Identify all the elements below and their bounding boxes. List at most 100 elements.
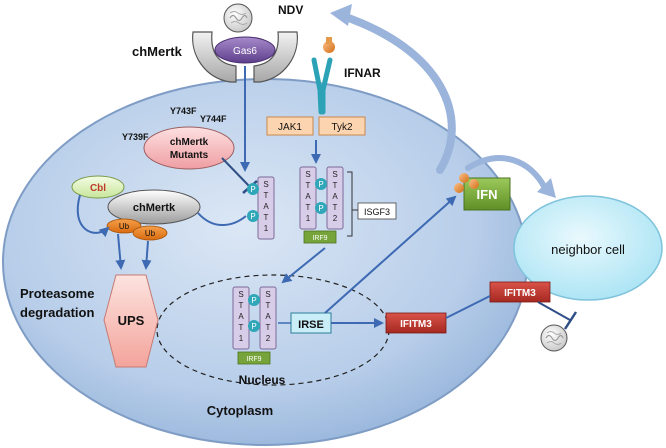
chmertk-receptor-label: chMertk xyxy=(132,44,183,59)
gas6-label: Gas6 xyxy=(233,46,257,57)
ifitm3-inner: IFITM3 xyxy=(385,312,447,334)
ub-tag-1: Ub xyxy=(106,218,142,234)
neighbor-cell xyxy=(513,195,663,301)
ifitm3-link xyxy=(445,295,491,319)
cbl-label: Cbl xyxy=(90,183,106,194)
phospho-3: P xyxy=(318,180,323,189)
nuclear-stat2-letter: T xyxy=(266,323,271,332)
isgf3-stat2-letter: T xyxy=(333,203,338,212)
stat1-single-letter: T xyxy=(264,213,269,222)
ifitm3-inner-label: IFITM3 xyxy=(400,319,432,330)
stat1-single-letter: 1 xyxy=(264,224,269,233)
ifnar-receptor xyxy=(311,37,335,115)
isgf3-label: ISGF3 xyxy=(364,207,390,217)
isgf3-stat2-letter: T xyxy=(333,181,338,190)
mutation-y744f: Y744F xyxy=(200,114,227,124)
mutation-y743f: Y743F xyxy=(170,106,197,116)
proteasome-label-1: Proteasome xyxy=(20,286,94,301)
phospho-6: P xyxy=(251,322,256,331)
ndv-virus-neighbor xyxy=(540,324,568,352)
isgf3-box xyxy=(357,202,397,220)
stat1-single-letter: A xyxy=(263,202,269,211)
ups-proteasome: UPS xyxy=(103,274,159,368)
nuclear-stat2-letter: 2 xyxy=(266,334,271,343)
ub-label-1: Ub xyxy=(119,222,130,231)
nuclear-stat2-letter: T xyxy=(266,301,271,310)
chmertk-to-stat1-curve xyxy=(197,212,247,226)
proteasome-label-2: degradation xyxy=(20,305,94,320)
isgf3-stat2-letter: S xyxy=(332,170,337,179)
chmertk-inner-label: chMertk xyxy=(133,202,176,214)
tyk2-box: Tyk2 xyxy=(318,116,366,136)
isgf3-to-nucleus-arrow xyxy=(281,247,326,284)
nuclear-stat1-letter: S xyxy=(238,290,243,299)
ifitm3-inhibit-line xyxy=(537,301,571,321)
virus-to-ifn-arrow xyxy=(336,11,456,174)
gas6-ligand: Gas6 xyxy=(214,36,276,64)
ifitm3-outer-label: IFITM3 xyxy=(504,288,536,299)
isgf3-stat2-letter: 2 xyxy=(333,214,338,223)
ub-label-2: Ub xyxy=(145,229,156,238)
cytoplasm-label: Cytoplasm xyxy=(207,403,273,418)
ndv-virus-top xyxy=(223,3,253,33)
ub-to-ups-arrow-1 xyxy=(115,233,126,270)
phospho-5: P xyxy=(251,296,256,305)
nucleus-label: Nucleus xyxy=(239,373,286,387)
nuclear-stat1-letter: A xyxy=(238,312,244,321)
stat1-single-letter: T xyxy=(264,191,269,200)
isgf3-bracket xyxy=(347,171,358,237)
ndv-label: NDV xyxy=(278,3,303,17)
isgf3-stat1-letter: A xyxy=(305,192,311,201)
isgf3-stat1-letter: T xyxy=(306,203,311,212)
ups-label: UPS xyxy=(118,313,145,328)
ifn-box: IFN xyxy=(463,177,511,211)
neighbor-cell-label: neighbor cell xyxy=(551,242,625,257)
chmertk-receptor xyxy=(192,31,298,83)
irse-label: IRSE xyxy=(298,319,324,331)
ifnar-label: IFNAR xyxy=(344,66,381,80)
ifn-to-neighbor-arrow xyxy=(465,155,548,191)
nuclear-stat1-letter: T xyxy=(239,301,244,310)
stat1-single: P P xyxy=(247,176,275,240)
isgf3-complex: P P IRF9 xyxy=(299,166,344,244)
nuclear-stat1-letter: T xyxy=(239,323,244,332)
ifn-ball-1 xyxy=(459,173,469,183)
isgf3-stat1-letter: 1 xyxy=(306,214,311,223)
chmertk-inner: chMertk xyxy=(107,189,201,225)
irse-to-ifn-arrow xyxy=(324,195,457,314)
nuclear-stat1-letter: 1 xyxy=(239,334,244,343)
cbl-to-ub-arrow xyxy=(76,194,110,238)
ifn-ball-3 xyxy=(454,183,464,193)
mutants-label-1: chMertk xyxy=(170,137,209,148)
ub-to-ups-arrow-2 xyxy=(141,240,152,270)
ub-tag-2: Ub xyxy=(132,225,168,241)
ifn-to-neighbor-arrow-head xyxy=(537,178,556,198)
isgf3-stat2-letter: A xyxy=(332,192,338,201)
irse-element: IRSE xyxy=(290,312,332,334)
phospho-4: P xyxy=(318,204,323,213)
virus-to-ifn-arrow-head xyxy=(330,4,352,26)
phospho-1: P xyxy=(250,185,255,194)
tyk2-label: Tyk2 xyxy=(331,122,353,133)
isgf3-stat1-letter: S xyxy=(305,170,310,179)
mutation-y739f: Y739F xyxy=(122,132,149,142)
ifn-label: IFN xyxy=(477,187,498,202)
ifn-ball-2 xyxy=(469,179,479,189)
mutants-inhibit-stat1 xyxy=(221,157,251,188)
ifitm3-outer: IFITM3 xyxy=(489,281,551,303)
cbl-protein: Cbl xyxy=(71,175,125,199)
phospho-2: P xyxy=(250,212,255,221)
nuclear-stat-dimer: P P IRF9 xyxy=(232,286,277,365)
irf9-label-2: IRF9 xyxy=(246,356,261,363)
irf9-label-1: IRF9 xyxy=(312,235,327,242)
mutants-label-2: Mutants xyxy=(170,150,209,161)
jak1-label: JAK1 xyxy=(278,122,302,133)
stat1-single-letter: S xyxy=(263,180,268,189)
jak1-box: JAK1 xyxy=(266,116,314,136)
nuclear-stat2-letter: A xyxy=(265,312,271,321)
chmertk-mutants: chMertk Mutants xyxy=(143,126,235,170)
nuclear-stat2-letter: S xyxy=(265,290,270,299)
ifitm3-inhibit-bar xyxy=(563,311,578,330)
